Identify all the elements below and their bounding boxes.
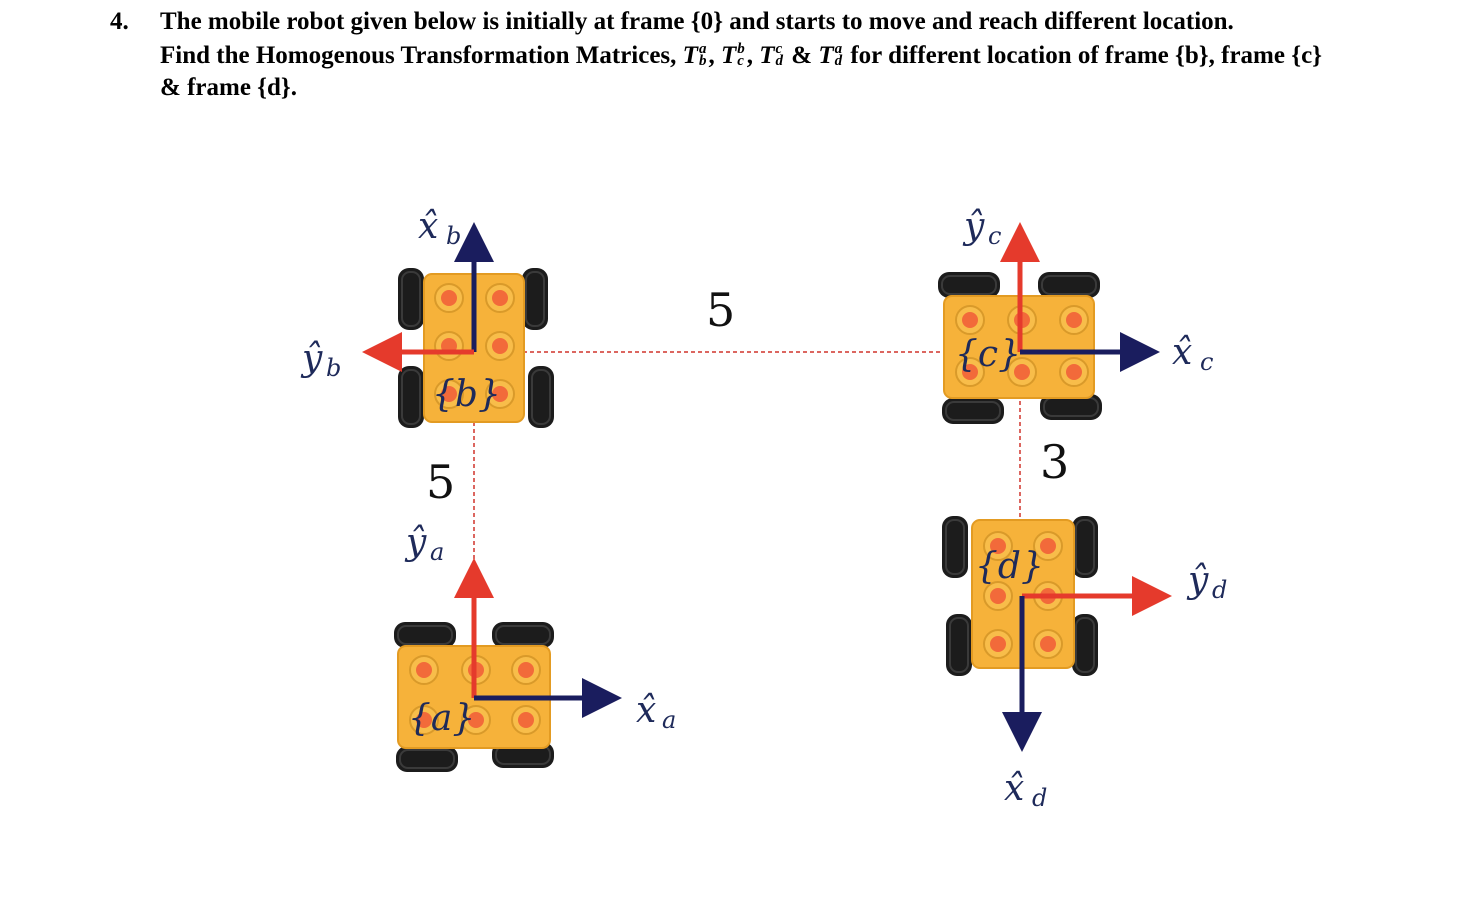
svg-text:ŷ: ŷ: [1186, 560, 1209, 601]
svg-text:a: a: [662, 706, 676, 734]
frame-c-label: {c}: [955, 334, 1021, 375]
svg-text:ŷ: ŷ: [300, 338, 323, 379]
frame-b-axes: [362, 222, 494, 372]
axis-label-yc: ŷ c: [962, 206, 1001, 250]
wheel-icon: [491, 621, 555, 649]
wheel-icon: [1071, 515, 1099, 579]
wheel-icon: [941, 515, 969, 579]
svg-text:d: d: [1032, 784, 1047, 812]
svg-text:x̂: x̂: [1004, 768, 1024, 809]
axis-label-yd: ŷ d: [1186, 560, 1227, 604]
question-line-2-prefix: Find the Homogenous Transformation Matri…: [160, 42, 677, 69]
wheel-icon: [395, 745, 459, 773]
svg-text:c: c: [1200, 348, 1213, 376]
dashed-guides: [473, 351, 1021, 590]
frame-d-label: {d}: [975, 546, 1044, 587]
dimension-right: 3: [1040, 435, 1069, 489]
question-line-2-suffix: for different location of frame {b}, fra…: [850, 42, 1323, 69]
dimension-top: 5: [706, 283, 735, 337]
axis-label-xc: x̂ c: [1172, 332, 1213, 376]
wheel-icon: [945, 613, 973, 677]
svg-text:x̂: x̂: [1172, 332, 1192, 373]
axis-label-yb: ŷ b: [300, 338, 341, 382]
axis-label-xb: x̂ b: [418, 206, 461, 250]
wheel-icon: [527, 365, 555, 429]
svg-text:b: b: [446, 222, 461, 250]
wheel-icon: [941, 397, 1005, 425]
svg-text:ŷ: ŷ: [962, 206, 985, 247]
wheel-icon: [397, 365, 425, 429]
wheel-icon: [937, 271, 1001, 299]
question-line-2: Find the Homogenous Transformation Matri…: [160, 40, 1322, 72]
question-line-1: The mobile robot given below is initiall…: [160, 8, 1234, 35]
svg-text:x̂: x̂: [636, 690, 656, 731]
svg-text:c: c: [988, 222, 1001, 250]
svg-text:x̂: x̂: [418, 206, 438, 247]
axis-label-xa: x̂ a: [636, 690, 676, 734]
dimension-left: 5: [426, 455, 455, 509]
axis-label-xd: x̂ d: [1004, 768, 1047, 812]
wheel-icon: [393, 621, 457, 649]
svg-text:a: a: [430, 538, 444, 566]
frame-b-label: {b}: [432, 374, 501, 415]
frame-d-axes: [1002, 576, 1172, 752]
question-number: 4.: [110, 8, 129, 35]
wheel-icon: [1037, 271, 1101, 299]
svg-text:d: d: [1212, 576, 1227, 604]
wheel-icon: [397, 267, 425, 331]
axis-label-ya: ŷ a: [404, 522, 444, 566]
frame-c-axes: [1000, 222, 1160, 372]
svg-text:ŷ: ŷ: [404, 522, 427, 563]
frame-a-label: {a}: [408, 698, 475, 739]
wheel-icon: [521, 267, 549, 331]
question-line-3: & frame {d}.: [160, 74, 298, 101]
frame-a-axes: [454, 558, 622, 718]
svg-text:b: b: [326, 354, 341, 382]
wheel-icon: [1071, 613, 1099, 677]
